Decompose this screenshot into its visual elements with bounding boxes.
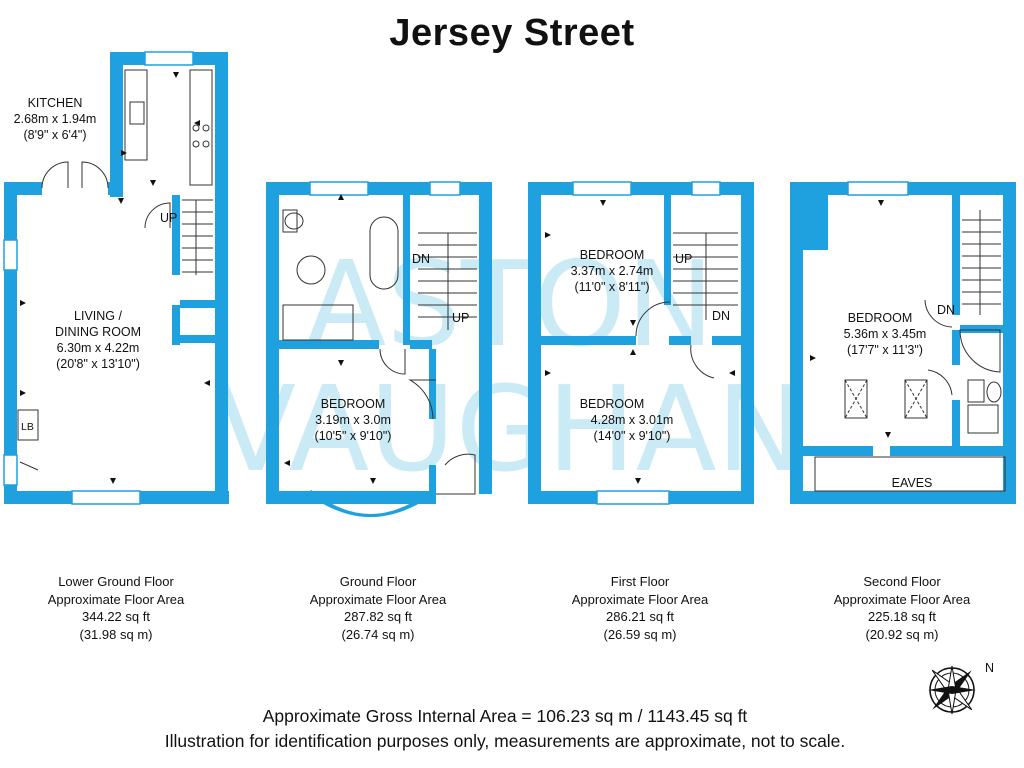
living-name-1: LIVING /: [74, 309, 122, 323]
ground-bedroom-size-ft: (10'5" x 9'10"): [315, 429, 392, 443]
floor-area-sqft: 286.21 sq ft: [606, 609, 674, 624]
second-floor-walls: [790, 182, 1016, 504]
first-bedroom-2-size-ft: (14'0" x 9'10"): [594, 429, 671, 443]
watermark-line-1: ASTON: [306, 235, 715, 373]
kitchen-size-m: 2.68m x 1.94m: [14, 112, 97, 126]
ground-bedroom-size-m: 3.19m x 3.0m: [315, 413, 391, 427]
floor-area-sqm: (26.74 sq m): [341, 626, 415, 642]
floor-caption-second: Second Floor Approximate Floor Area 225.…: [792, 573, 1012, 643]
first-up-marker: UP: [675, 252, 692, 266]
first-bedroom-1-size-ft: (11'0" x 8'11"): [574, 280, 649, 294]
floor-name: Ground Floor: [339, 574, 417, 589]
first-bedroom-2-name: BEDROOM: [580, 397, 645, 411]
second-bedroom-size-m: 5.36m x 3.45m: [844, 327, 927, 341]
second-dn-marker: DN: [937, 303, 955, 317]
floor-area-sqm: (20.92 sq m): [865, 626, 939, 642]
floor-caption-lower-ground: Lower Ground Floor Approximate Floor Are…: [6, 573, 226, 643]
floor-area-sqm: (31.98 sq m): [79, 626, 153, 642]
first-bedroom-1-name: BEDROOM: [580, 248, 645, 262]
ground-bedroom-name: BEDROOM: [321, 397, 386, 411]
eaves-label: EAVES: [892, 476, 933, 490]
compass-icon: [928, 665, 976, 715]
second-bedroom-name: BEDROOM: [848, 311, 913, 325]
plan-title: Jersey Street: [389, 12, 635, 54]
floor-area-sqft: 225.18 sq ft: [868, 609, 936, 624]
living-name-2: DINING ROOM: [55, 325, 141, 339]
kitchen-size-ft: (8'9" x 6'4"): [24, 128, 87, 142]
floor-caption-first: First Floor Approximate Floor Area 286.2…: [530, 573, 750, 643]
floor-area-label: Approximate Floor Area: [47, 591, 185, 607]
second-bedroom-size-ft: (17'7" x 11'3"): [847, 343, 923, 357]
floor-name: Second Floor: [863, 574, 941, 589]
floor-area-label: Approximate Floor Area: [309, 591, 447, 607]
gross-internal-area: Approximate Gross Internal Area = 106.23…: [262, 706, 748, 726]
living-size-ft: (20'8" x 13'10"): [56, 357, 140, 371]
lower-ground-up-marker: UP: [160, 211, 177, 225]
floor-area-sqm: (26.59 sq m): [603, 626, 677, 642]
first-bedroom-1-size-m: 3.37m x 2.74m: [571, 264, 654, 278]
disclaimer: Illustration for identification purposes…: [164, 731, 846, 751]
compass-north-label: N: [985, 661, 994, 675]
floor-area-sqft: 344.22 sq ft: [82, 609, 150, 624]
floor-area-sqft: 287.82 sq ft: [344, 609, 412, 624]
first-bedroom-2-size-m: 4.28m x 3.01m: [591, 413, 674, 427]
floor-name: Lower Ground Floor: [58, 574, 174, 589]
floor-area-label: Approximate Floor Area: [833, 591, 971, 607]
living-size-m: 6.30m x 4.22m: [57, 341, 140, 355]
floor-caption-ground: Ground Floor Approximate Floor Area 287.…: [268, 573, 488, 643]
watermark-line-2: VAUGHAN: [215, 360, 804, 498]
lb-marker: LB: [21, 421, 34, 433]
floor-area-label: Approximate Floor Area: [571, 591, 709, 607]
ground-dn-marker: DN: [412, 252, 430, 266]
kitchen-name: KITCHEN: [28, 96, 83, 110]
ground-up-marker: UP: [452, 311, 469, 325]
first-dn-marker: DN: [712, 309, 730, 323]
floor-name: First Floor: [610, 574, 670, 589]
